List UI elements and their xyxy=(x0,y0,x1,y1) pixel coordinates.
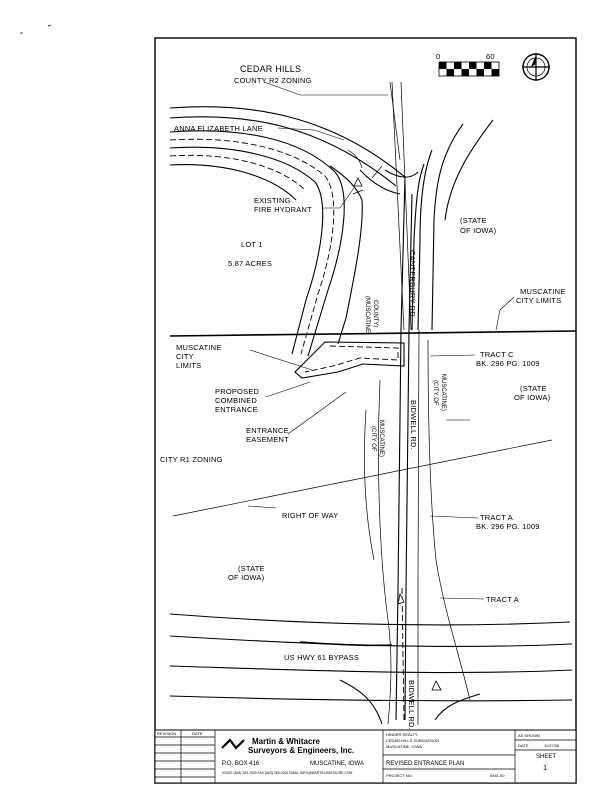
label-muscatine-county-2: COUNTY) xyxy=(372,300,378,327)
label-cedar-hills: CEDAR HILLS xyxy=(240,64,301,74)
label-city-of-muscatine-left-2: MUSCATINE) xyxy=(378,420,384,457)
label-entrance-easement-1: ENTRANCE xyxy=(246,426,289,435)
label-tract-c-2: BK. 296 PG. 1009 xyxy=(476,359,540,368)
company-logo-icon xyxy=(221,738,245,750)
label-county-r2: COUNTY R2 ZONING xyxy=(234,76,312,85)
label-city-of-muscatine-left-1: (CITY OF xyxy=(370,426,376,452)
tb-client-2: CEDAR HILLS SUBDIVISION xyxy=(386,738,439,743)
label-muscatine-left-2: CITY xyxy=(176,352,194,361)
us-hwy-61-road xyxy=(169,613,573,725)
hydrant-icon xyxy=(353,177,363,187)
label-bidwell-rd-2: BIDWELL RD. xyxy=(407,680,416,730)
label-muscatine-county-1: (MUSCATINE xyxy=(364,296,370,333)
label-entrance-easement-2: EASEMENT xyxy=(246,435,289,444)
label-existing: EXISTING xyxy=(254,196,291,205)
tb-sheet-value: 1 xyxy=(543,763,547,772)
label-iowa-2: OF IOWA) xyxy=(514,393,551,402)
label-tract-a-pointer: TRACT A xyxy=(486,595,519,604)
traffic-sign-icon xyxy=(397,592,442,691)
boundary-lines xyxy=(169,81,577,517)
label-us-hwy-61: US HWY 61 BYPASS xyxy=(284,653,359,662)
tb-client-3: MUSCATINE, IOWA xyxy=(386,744,422,749)
tb-scale: AS SHOWN xyxy=(518,733,540,738)
label-entrance: ENTRANCE xyxy=(215,405,258,414)
label-tract-a-1: TRACT A xyxy=(480,513,513,522)
label-muscatine-limits-1: MUSCATINE xyxy=(520,287,565,296)
label-state-1: (STATE xyxy=(460,216,487,225)
label-city-r1-zoning: CITY R1 ZONING xyxy=(160,455,223,464)
label-muscatine-left-3: LIMITS xyxy=(176,361,201,370)
tb-client-1: HINDER REALTY xyxy=(386,732,418,737)
label-tract-c-1: TRACT C xyxy=(480,350,514,359)
proposed-entrance-outline xyxy=(294,341,405,379)
label-iowa-3: OF IOWA) xyxy=(228,573,265,582)
scan-marks xyxy=(20,24,52,34)
label-tract-a-2: BK. 296 PG. 1009 xyxy=(476,522,540,531)
scale-start: 0 xyxy=(436,52,440,61)
label-state-2: (STATE xyxy=(520,384,547,393)
tb-phone: VOICE (563) 263-7630 FAX (563) 263-0106 … xyxy=(222,771,353,775)
scale-bar: 0 60 xyxy=(436,52,500,77)
tb-po-box: P.O. BOX 416 xyxy=(222,761,260,767)
tb-company-1: Martin & Whitacre xyxy=(252,737,321,746)
tb-project-no-value: 5461.00 xyxy=(490,773,505,778)
label-acres: 5.87 ACRES xyxy=(228,259,272,268)
label-anna-elizabeth-lane: ANNA ELIZABETH LANE xyxy=(174,124,263,133)
bidwell-road xyxy=(364,329,471,725)
tb-city: MUSCATINE, IOWA xyxy=(310,761,364,767)
tb-project-no: PROJECT NO. xyxy=(386,773,413,778)
plan-labels: CEDAR HILLS COUNTY R2 ZONING ANNA ELIZAB… xyxy=(160,64,565,730)
label-fire-hydrant: FIRE HYDRANT xyxy=(254,205,312,214)
tb-plan-title: REVISED ENTRANCE PLAN xyxy=(386,761,464,767)
label-muscatine-limits-2: CITY LIMITS xyxy=(516,296,561,305)
label-state-3: (STATE xyxy=(238,564,265,573)
label-bidwell-rd-1: BIDWELL RD. xyxy=(409,400,418,450)
leader-lines xyxy=(247,81,515,600)
north-arrow-icon xyxy=(522,53,550,81)
label-canterbury-rd: CANTERBURY RD. xyxy=(408,250,417,319)
tb-company-2: Surveyors & Engineers, Inc. xyxy=(248,746,354,755)
label-lot-1: LOT 1 xyxy=(241,240,263,249)
tb-sheet-label: SHEET xyxy=(536,754,556,760)
anna-elizabeth-lane-road xyxy=(169,106,406,357)
canterbury-road xyxy=(359,81,494,331)
label-combined: COMBINED xyxy=(215,396,257,405)
tb-date-value: 11/27/06 xyxy=(544,743,560,748)
label-right-of-way: RIGHT OF WAY xyxy=(282,511,338,520)
label-iowa-1: OF IOWA) xyxy=(460,226,497,235)
label-city-of-muscatine-right-2: MUSCATINE) xyxy=(440,374,446,411)
tb-date-label: DATE xyxy=(518,743,529,748)
tb-revision-header: REVISION xyxy=(157,731,176,736)
title-block: REVISION DATE Martin & Whitacre Surveyor… xyxy=(154,729,577,784)
label-city-of-muscatine-right-1: (CITY OF xyxy=(432,380,438,406)
tb-date-header: DATE xyxy=(192,731,203,736)
scale-end: 60 xyxy=(486,52,495,61)
label-muscatine-left-1: MUSCATINE xyxy=(176,343,221,352)
label-proposed: PROPOSED xyxy=(215,387,259,396)
